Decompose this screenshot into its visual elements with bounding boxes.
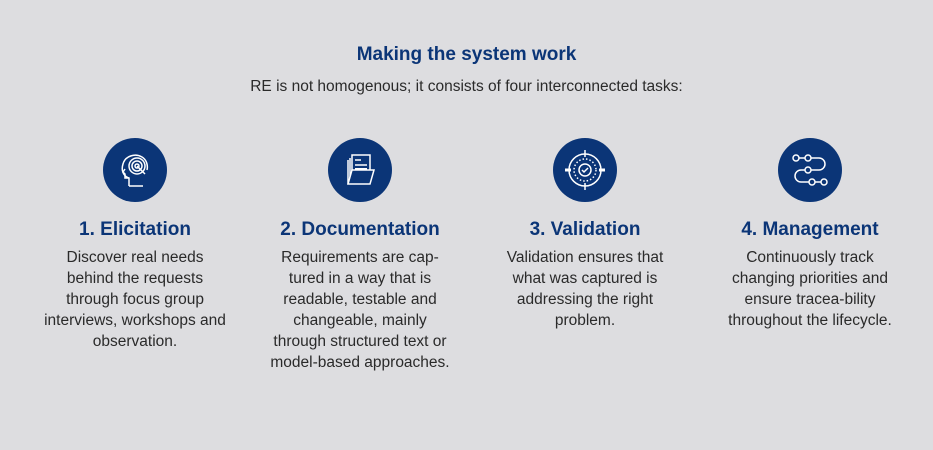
task-description: Discover real needs behind the requests … — [44, 249, 226, 350]
page-subtitle: RE is not homogenous; it consists of fou… — [250, 78, 683, 95]
task-description: Validation ensures that what was capture… — [506, 249, 664, 329]
task-elicitation: 1. Elicitation Discover real needs behin… — [30, 138, 240, 352]
head-target-icon — [103, 138, 167, 202]
flow-path-icon — [778, 138, 842, 202]
task-validation: 3. Validation Validation ensures that wh… — [480, 138, 690, 331]
task-heading: 2. Documentation — [280, 219, 440, 240]
task-description: Continuously track changing priorities a… — [728, 249, 892, 329]
task-documentation: 2. Documentation Requirements are cap-tu… — [255, 138, 465, 373]
task-description: Requirements are cap-tured in a way that… — [270, 249, 450, 371]
task-management: 4. Management Continuously track changin… — [705, 138, 915, 331]
task-heading: 4. Management — [741, 219, 879, 240]
task-heading: 1. Elicitation — [79, 219, 191, 240]
folder-document-icon — [328, 138, 392, 202]
task-heading: 3. Validation — [529, 219, 641, 240]
page-title: Making the system work — [356, 44, 577, 65]
target-check-icon — [553, 138, 617, 202]
